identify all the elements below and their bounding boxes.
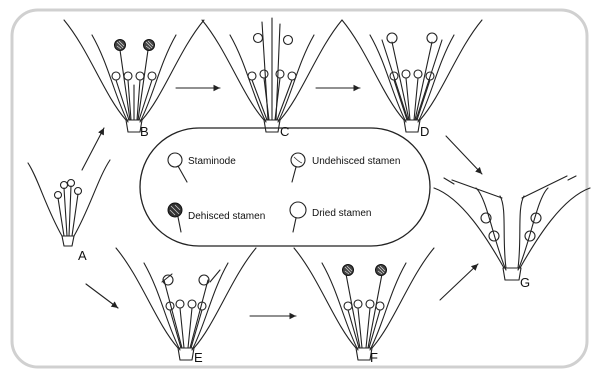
label-f: F	[370, 350, 378, 365]
legend-staminode: Staminode	[188, 156, 236, 167]
legend-border	[140, 128, 430, 246]
legend: Staminode Undehisced stamen Dehisced sta…	[140, 128, 430, 246]
legend-dried: Dried stamen	[312, 208, 371, 219]
legend-undehisced: Undehisced stamen	[312, 156, 400, 167]
label-c: C	[280, 124, 289, 139]
label-e: E	[194, 350, 203, 365]
label-a: A	[78, 248, 87, 263]
legend-dehisced: Dehisced stamen	[188, 211, 265, 222]
label-d: D	[420, 124, 429, 139]
label-b: B	[140, 124, 149, 139]
label-g: G	[520, 275, 530, 290]
